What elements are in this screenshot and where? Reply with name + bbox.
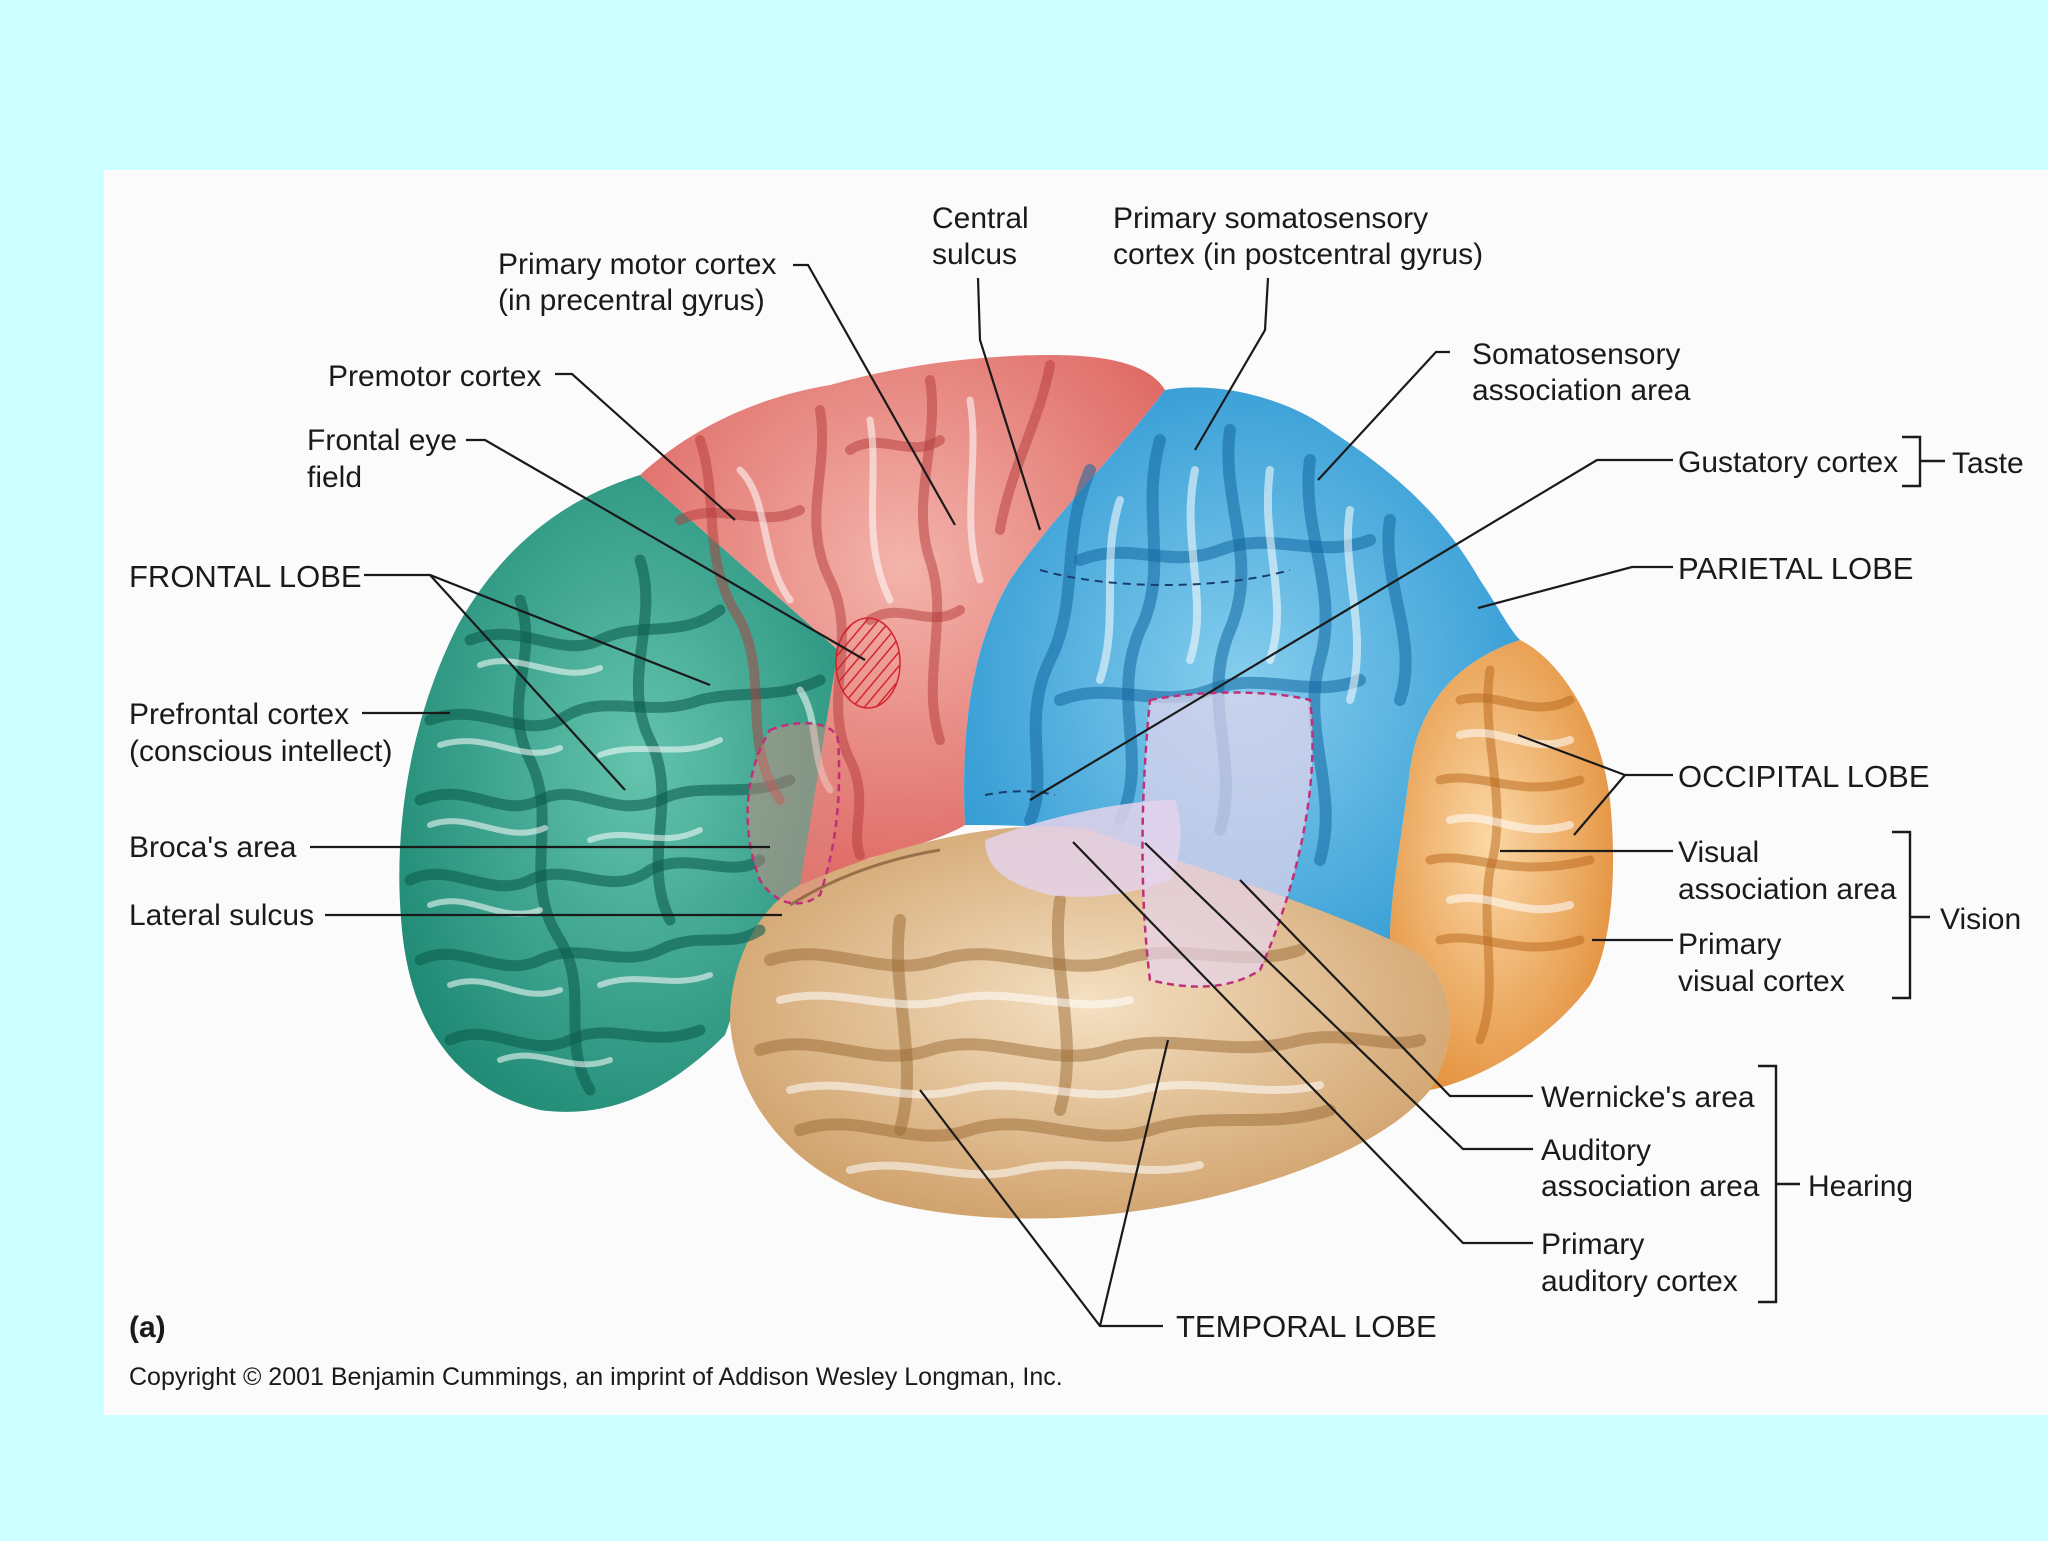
label-prefrontal-2: (conscious intellect)	[129, 735, 392, 768]
label-primary-motor-1: Primary motor cortex	[498, 248, 776, 281]
label-primary-auditory-1: Primary	[1541, 1228, 1644, 1261]
label-auditory-assoc-1: Auditory	[1541, 1134, 1651, 1167]
label-somatosensory-assoc-2: association area	[1472, 374, 1691, 407]
brackets	[1758, 435, 1945, 1304]
motor-highlights	[736, 396, 984, 794]
labels: Central sulcus Primary somatosensory cor…	[129, 202, 2024, 1391]
label-visual-assoc-2: association area	[1678, 873, 1897, 906]
label-prefrontal-1: Prefrontal cortex	[129, 698, 349, 731]
label-frontal-eye-1: Frontal eye	[307, 424, 457, 457]
label-primary-auditory-2: auditory cortex	[1541, 1265, 1738, 1298]
label-premotor: Premotor cortex	[328, 360, 541, 393]
label-broca: Broca's area	[129, 831, 297, 864]
broca-boundary	[746, 721, 841, 905]
label-vision: Vision	[1940, 903, 2021, 936]
label-central-sulcus-1: Central	[932, 202, 1029, 235]
label-taste: Taste	[1952, 447, 2024, 480]
label-frontal-lobe: FRONTAL LOBE	[129, 559, 362, 594]
label-primary-somatosensory-1: Primary somatosensory	[1113, 202, 1428, 235]
vision-bracket	[1892, 830, 1912, 1000]
temporal-gyri	[754, 894, 1426, 1179]
leader-lines	[310, 263, 1673, 1328]
parietal-highlights	[1096, 466, 1362, 704]
label-central-sulcus-2: sulcus	[932, 238, 1017, 271]
label-primary-motor-2: (in precentral gyrus)	[498, 284, 765, 317]
gustatory-boundary	[1039, 569, 1291, 586]
brain-illustration	[399, 355, 1614, 1219]
label-primary-visual-1: Primary	[1678, 928, 1781, 961]
label-primary-visual-2: visual cortex	[1678, 965, 1845, 998]
motor-cortex-region	[640, 355, 1165, 885]
parietal-gyri	[1024, 424, 1412, 866]
occipital-highlights	[1446, 728, 1574, 914]
auditory-area-overlay	[985, 800, 1181, 897]
label-temporal-lobe: TEMPORAL LOBE	[1176, 1309, 1437, 1344]
wernicke-boundary	[1141, 691, 1314, 988]
label-somatosensory-assoc-1: Somatosensory	[1472, 338, 1680, 371]
label-primary-somatosensory-2: cortex (in postcentral gyrus)	[1113, 238, 1483, 271]
frontal-eye-field-hatch	[835, 617, 901, 709]
wernicke-area-overlay	[1142, 692, 1313, 987]
label-occipital-lobe: OCCIPITAL LOBE	[1678, 759, 1930, 794]
label-hearing: Hearing	[1808, 1170, 1913, 1203]
copyright-notice: Copyright © 2001 Benjamin Cummings, an i…	[129, 1363, 1063, 1391]
panel-label: (a)	[129, 1311, 166, 1344]
label-gustatory: Gustatory cortex	[1678, 446, 1898, 479]
label-wernicke: Wernicke's area	[1541, 1081, 1755, 1114]
label-auditory-assoc-2: association area	[1541, 1170, 1760, 1203]
lateral-sulcus-line	[789, 848, 941, 907]
label-frontal-eye-2: field	[307, 461, 362, 494]
label-visual-assoc-1: Visual	[1678, 836, 1759, 869]
auditory-boundary	[984, 790, 1056, 796]
label-lateral-sulcus: Lateral sulcus	[129, 899, 314, 932]
label-parietal-lobe: PARIETAL LOBE	[1678, 551, 1913, 586]
